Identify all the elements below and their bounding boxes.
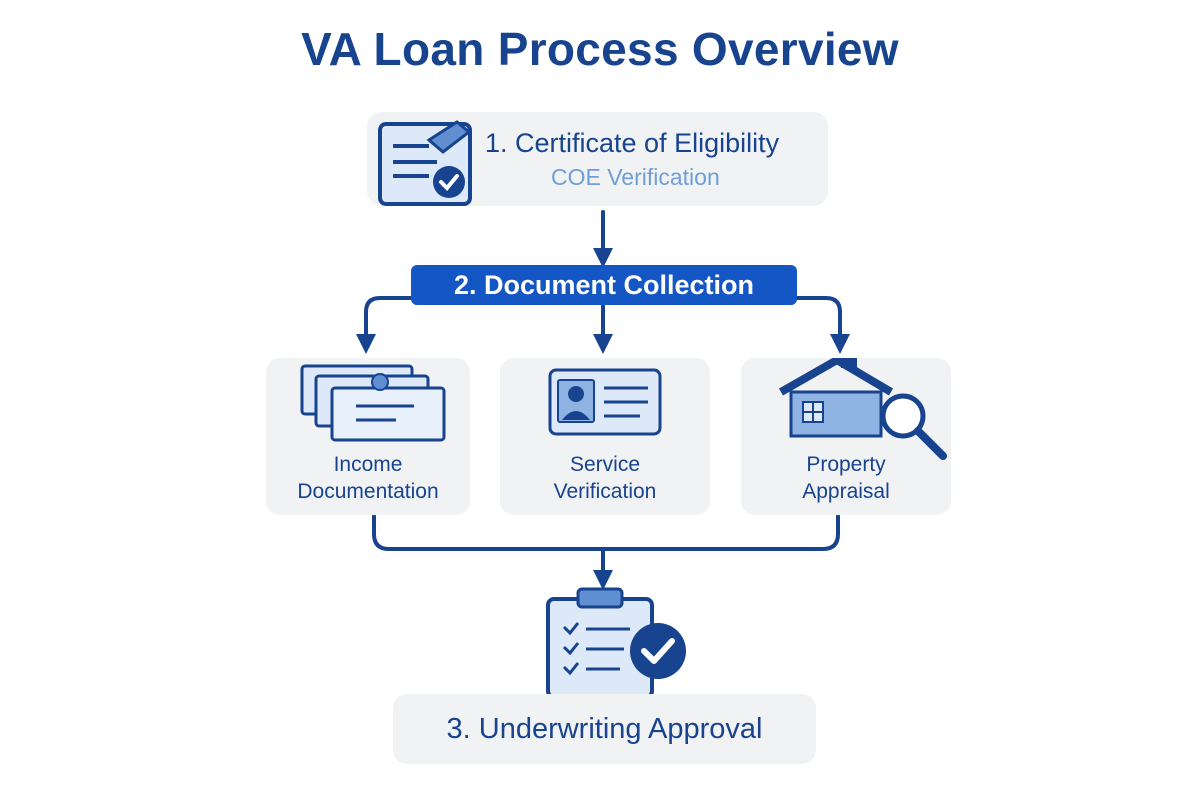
house-magnifier-icon bbox=[779, 358, 947, 460]
step-certificate-of-eligibility: 1. Certificate of Eligibility COE Verifi… bbox=[367, 112, 828, 206]
card-service-line2: Verification bbox=[553, 480, 657, 503]
stacked-documents-icon bbox=[300, 364, 446, 442]
card-service-line1: Service bbox=[569, 453, 641, 476]
card-property-line1: Property bbox=[806, 453, 886, 476]
id-card-icon bbox=[548, 368, 662, 436]
merge-line bbox=[372, 514, 840, 551]
page-title: VA Loan Process Overview bbox=[301, 23, 899, 75]
card-service-verification: Service Verification bbox=[500, 358, 710, 515]
arrow-to-income bbox=[356, 296, 413, 354]
step1-label: 1. Certificate of Eligibility bbox=[485, 128, 780, 158]
step3-label: 3. Underwriting Approval bbox=[446, 713, 763, 745]
step-document-collection: 2. Document Collection bbox=[411, 265, 797, 305]
card-income-line1: Income bbox=[333, 453, 403, 476]
certificate-check-icon bbox=[378, 120, 472, 206]
card-income-line2: Documentation bbox=[297, 480, 439, 503]
arrow-to-property bbox=[795, 296, 850, 354]
card-property-appraisal: Property Appraisal bbox=[741, 358, 951, 515]
card-income-documentation: Income Documentation bbox=[266, 358, 470, 515]
card-property-line2: Appraisal bbox=[802, 480, 890, 503]
clipboard-checklist-icon bbox=[546, 587, 686, 699]
step1-sublabel: COE Verification bbox=[551, 164, 720, 190]
step-underwriting-approval: 3. Underwriting Approval bbox=[393, 694, 816, 764]
